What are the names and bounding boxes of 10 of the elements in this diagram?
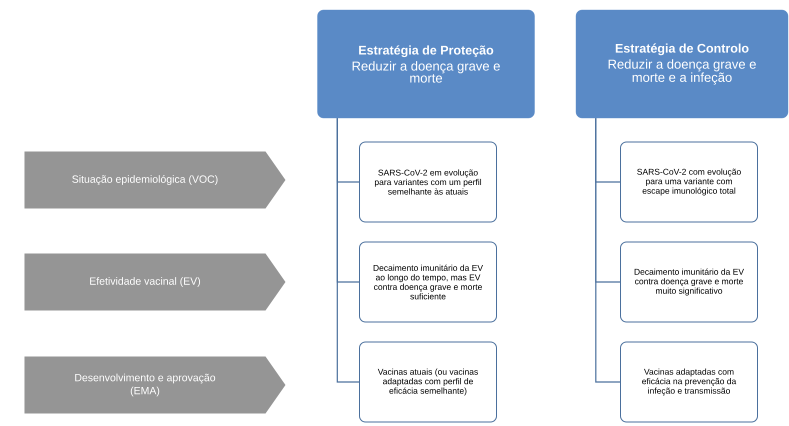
connector-line	[595, 118, 620, 383]
condition-box: Decaimento imunitário da EV contra doença grave e morte muito significativo	[620, 242, 758, 322]
strategy-box: Estratégia de Proteção Reduzir a doença grave e morte	[317, 10, 535, 118]
condition-box: SARS-CoV-2 com evolução para uma variante com escape imunológico total	[620, 142, 758, 222]
condition-box: Decaimento imunitário da EV ao longo do tempo, mas EV contra doença grave e morte suficiente	[359, 242, 497, 322]
condition-box: SARS-CoV-2 em evolução para variantes com um perfil semelhante às atuais	[359, 142, 497, 222]
strategy-box: Estratégia de Controlo Reduzir a doença grave e morte e a infeção	[576, 10, 788, 118]
connector-line	[336, 118, 359, 383]
condition-box: Vacinas adaptadas com eficácia na prevenção da infeção e transmissão	[620, 342, 758, 422]
condition-box: Vacinas atuais (ou vacinas adaptadas com perfil de eficácia semelhante)	[359, 342, 497, 422]
